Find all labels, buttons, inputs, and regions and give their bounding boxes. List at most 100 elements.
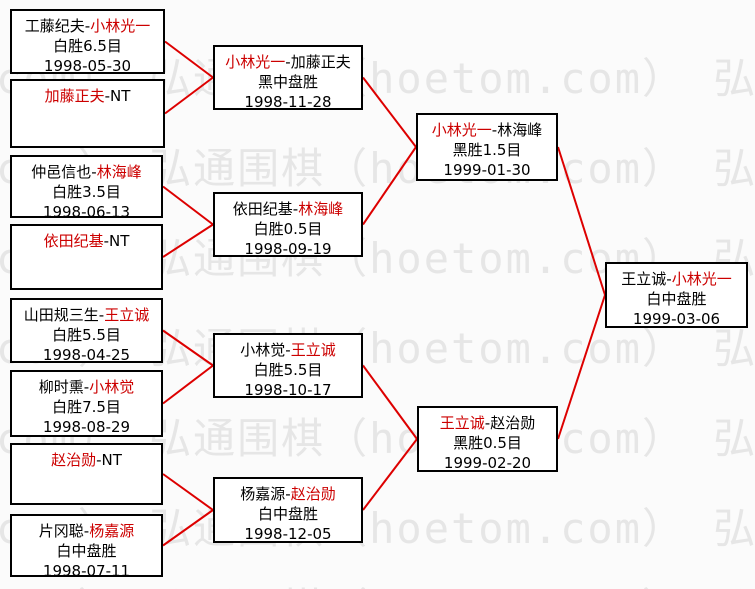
match-result: 白胜6.5目: [53, 37, 122, 55]
vs-separator: -: [83, 378, 90, 396]
match-players: 工藤纪夫-小林光一: [12, 16, 163, 36]
match-players: 小林觉-王立诚: [215, 340, 361, 360]
player-name-right: NT: [110, 87, 131, 105]
match-result: 黑胜0.5目: [453, 434, 522, 452]
match-players: 仲邑信也-林海峰: [12, 162, 161, 182]
vs-separator: -: [84, 17, 91, 35]
match-date: 1998-08-29: [42, 418, 131, 436]
match-date: 1999-03-06: [632, 310, 721, 328]
match-players: 山田规三生-王立诚: [12, 305, 161, 325]
player-name-left: 加藤正夫: [44, 87, 105, 105]
match-date: 1998-11-28: [244, 93, 332, 111]
match-date: 1998-05-30: [43, 57, 132, 75]
match-players: 赵治勋-NT: [12, 450, 161, 470]
vs-separator: -: [104, 87, 111, 105]
match-date: 1998-04-25: [42, 346, 131, 364]
match-box-r2m1: 小林光一-加藤正夫黑中盘胜 1998-11-28: [213, 45, 363, 111]
player-name-right: 王立诚: [104, 306, 150, 324]
match-players: 片冈聪-杨嘉源: [12, 521, 161, 541]
player-name-right: 杨嘉源: [89, 522, 135, 540]
vs-separator: -: [103, 232, 110, 250]
match-date: 1998-06-13: [42, 203, 131, 221]
match-result: 黑胜1.5目: [452, 141, 522, 159]
match-date: 1998-12-05: [244, 525, 332, 543]
vs-separator: -: [96, 451, 102, 469]
player-name-left: 山田规三生: [23, 306, 99, 324]
vs-separator: -: [484, 414, 491, 432]
bracket-connector-r2m3-sf2: [362, 364, 418, 440]
player-name-left: 王立诚: [621, 270, 667, 288]
match-result: 白胜5.5目: [52, 326, 121, 344]
bracket-connector-sf1-f1: [557, 146, 606, 296]
match-date: 1998-07-11: [42, 562, 131, 580]
match-box-r1m3: 仲邑信也-林海峰白胜3.5目 1998-06-13: [10, 155, 163, 221]
match-date: 1998-09-19: [244, 240, 332, 258]
match-players: 小林光一-林海峰: [418, 120, 556, 140]
player-name-right: NT: [109, 232, 130, 250]
player-name-right: 林海峰: [497, 121, 543, 139]
match-box-r1m4: 依田纪基-NT: [10, 224, 163, 290]
match-date: 1999-02-20: [443, 454, 532, 472]
match-players: 小林光一-加藤正夫: [215, 52, 361, 72]
match-box-r1m6: 柳时熏-小林觉白胜7.5目 1998-08-29: [10, 370, 163, 437]
match-result: 白胜7.5目: [52, 398, 121, 416]
player-name-right: 小林光一: [90, 17, 151, 35]
player-name-right: 小林光一: [671, 270, 732, 288]
bracket-connector-r1m1-r2m1: [164, 40, 214, 79]
match-date: 1998-10-17: [244, 381, 332, 399]
player-name-right: 王立诚: [290, 341, 336, 359]
bracket-connector-r1m4-r2m2: [162, 223, 214, 258]
player-name-left: 片冈聪: [38, 522, 84, 540]
match-result: 白中盘胜: [257, 505, 318, 523]
match-result: 白胜5.5目: [253, 361, 323, 379]
vs-separator: -: [98, 306, 105, 324]
bracket-connector-r1m2-r2m1: [164, 76, 214, 115]
player-name-left: 依田纪基: [43, 232, 104, 250]
vs-separator: -: [285, 485, 291, 503]
player-name-left: 工藤纪夫: [24, 17, 85, 35]
match-players: 依田纪基-林海峰: [215, 199, 361, 219]
match-box-r2m2: 依田纪基-林海峰白胜0.5目 1998-09-19: [213, 192, 363, 258]
match-result: 黑中盘胜: [257, 73, 318, 91]
player-name-right: 林海峰: [96, 163, 142, 181]
player-name-right: 赵治勋: [290, 485, 336, 503]
vs-separator: -: [292, 200, 299, 218]
match-players: 杨嘉源-赵治勋: [215, 484, 361, 504]
vs-separator: -: [285, 53, 291, 71]
player-name-left: 杨嘉源: [240, 485, 286, 503]
player-name-left: 赵治勋: [51, 451, 97, 469]
match-box-r2m3: 小林觉-王立诚白胜5.5目 1998-10-17: [213, 333, 363, 399]
bracket-connector-r2m2-sf1: [362, 146, 417, 226]
player-name-left: 依田纪基: [232, 200, 293, 218]
bracket-connector-r2m1-sf1: [362, 76, 417, 148]
player-name-right: 赵治勋: [490, 414, 536, 432]
match-result: 白中盘胜: [56, 542, 117, 560]
vs-separator: -: [666, 270, 672, 288]
bracket-connector-r2m4-sf2: [362, 438, 418, 511]
bracket-connector-r1m8-r2m4: [162, 509, 214, 547]
match-result: 白胜0.5目: [253, 220, 323, 238]
bracket-connector-r1m5-r2m3: [162, 329, 214, 367]
player-name-right: 加藤正夫: [290, 53, 351, 71]
match-players: 柳时熏-小林觉: [12, 377, 161, 397]
vs-separator: -: [491, 121, 498, 139]
match-players: 加藤正夫-NT: [12, 86, 163, 106]
vs-separator: -: [83, 522, 90, 540]
match-players: 依田纪基-NT: [12, 231, 161, 251]
match-players: 王立诚-小林光一: [607, 269, 746, 289]
vs-separator: -: [91, 163, 97, 181]
bracket-connector-r1m7-r2m4: [162, 473, 214, 511]
match-result: 白胜3.5目: [52, 183, 121, 201]
player-name-left: 小林觉: [240, 341, 286, 359]
player-name-right: 小林觉: [89, 378, 135, 396]
watermark-text: 弘通围棋（hoetom.com） 弘通围棋（hoetom.com） 弘通围棋（h…: [0, 575, 755, 589]
